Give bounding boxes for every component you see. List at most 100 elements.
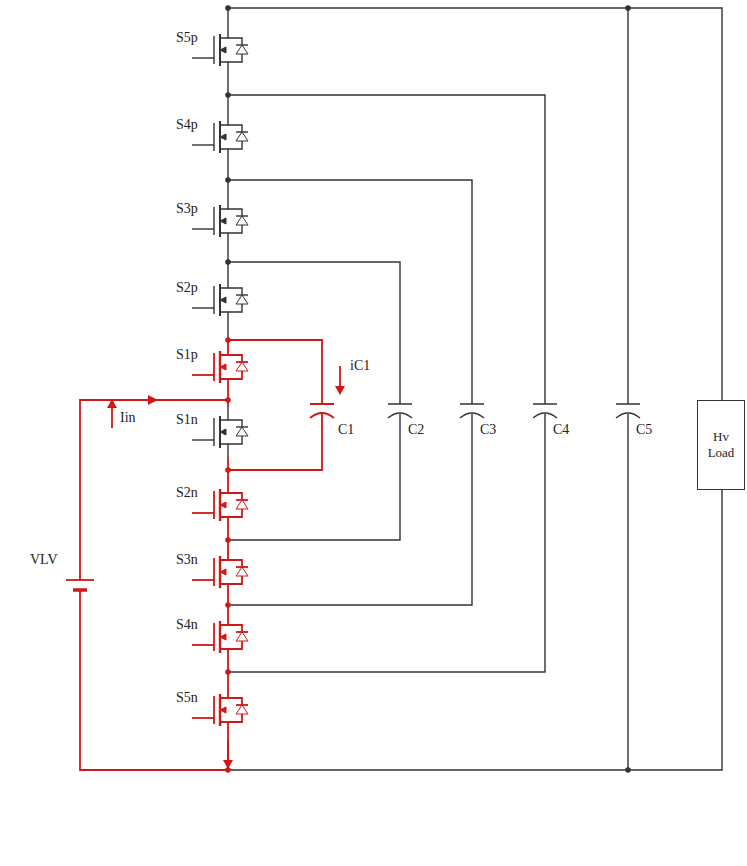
wire	[213, 491, 215, 519]
wire	[213, 418, 214, 446]
wire	[220, 25, 228, 38]
wire	[213, 353, 215, 381]
wire	[228, 209, 242, 216]
wire	[228, 641, 242, 649]
c1-wire	[228, 340, 322, 470]
wire	[236, 131, 248, 132]
arrowhead	[335, 386, 345, 395]
wire	[220, 275, 228, 288]
wire	[220, 149, 228, 162]
wire	[228, 225, 242, 233]
wire	[220, 569, 226, 575]
wire	[236, 566, 248, 568]
wire	[228, 698, 242, 705]
wire	[236, 705, 248, 714]
wire	[228, 141, 242, 149]
capacitor-label: C1	[338, 422, 354, 438]
wire	[192, 228, 214, 229]
arrowheads	[70, 386, 345, 769]
wire	[228, 304, 242, 312]
bottom-rail	[228, 490, 722, 770]
junction-dot	[625, 5, 631, 11]
wire	[213, 623, 215, 651]
junction-dot	[625, 767, 631, 773]
wire	[236, 132, 248, 141]
wire	[228, 420, 242, 427]
wire	[220, 364, 226, 370]
wire	[192, 717, 214, 719]
wire	[236, 362, 248, 371]
wire	[192, 57, 214, 58]
switch-label: S5n	[176, 690, 198, 706]
wire	[220, 134, 226, 140]
wire	[236, 500, 248, 509]
c3-wire	[228, 180, 472, 605]
junction-dot	[225, 669, 231, 675]
wire	[192, 307, 214, 308]
switch-column	[192, 5, 631, 773]
wire	[213, 558, 215, 586]
wire	[227, 735, 229, 770]
arrowhead	[107, 399, 117, 408]
junction-dot	[225, 397, 231, 403]
wire	[213, 36, 214, 64]
wire	[228, 371, 242, 379]
junction-dot	[225, 177, 231, 183]
source-label: VLV	[30, 552, 58, 568]
wire	[236, 294, 248, 295]
switch-label: S1p	[176, 347, 198, 363]
wire	[228, 509, 242, 517]
capacitor-label: C4	[553, 422, 569, 438]
wire	[228, 355, 242, 362]
junction-dot	[225, 92, 231, 98]
wire	[228, 436, 242, 444]
wire	[220, 707, 226, 713]
c4-wire	[228, 95, 545, 672]
wire	[192, 374, 214, 376]
wire	[220, 297, 226, 303]
wire	[220, 218, 226, 224]
switch-label: S1n	[176, 412, 198, 428]
wire	[213, 207, 214, 235]
wire	[228, 576, 242, 584]
wire	[220, 233, 228, 246]
junction-dot	[225, 602, 231, 608]
wire	[228, 625, 242, 632]
wire	[236, 426, 248, 427]
red-current-path	[66, 340, 340, 770]
capacitor-symbol	[533, 404, 557, 418]
wire	[236, 632, 248, 641]
wire	[236, 295, 248, 304]
c5-wire	[627, 8, 628, 770]
wire	[220, 196, 228, 209]
junction-dot	[225, 467, 231, 473]
current-label: iC1	[350, 358, 370, 374]
wire	[220, 312, 228, 325]
wire	[192, 644, 214, 646]
arrowhead	[148, 395, 158, 405]
capacitor-label: C3	[480, 422, 496, 438]
capacitor-label: C2	[408, 422, 424, 438]
switch-label: S4p	[176, 117, 198, 133]
current-arrow	[339, 366, 341, 388]
black-wires	[228, 8, 722, 770]
wire	[236, 216, 248, 225]
wire	[228, 38, 242, 45]
wire	[236, 44, 248, 45]
wire	[228, 714, 242, 722]
wire	[236, 499, 248, 501]
battery-wire	[80, 590, 228, 770]
switch-label: S4n	[176, 617, 198, 633]
battery-plate	[73, 588, 87, 592]
c2-wire	[228, 262, 400, 540]
junction-dot	[225, 259, 231, 265]
wire	[192, 579, 214, 581]
wire	[220, 634, 226, 640]
switch-label: S5p	[176, 30, 198, 46]
wire	[213, 123, 214, 151]
current-label: Iin	[120, 410, 136, 426]
wire	[236, 215, 248, 216]
switch-label: S2p	[176, 280, 198, 296]
junction-dot	[225, 537, 231, 543]
wire	[192, 439, 214, 440]
